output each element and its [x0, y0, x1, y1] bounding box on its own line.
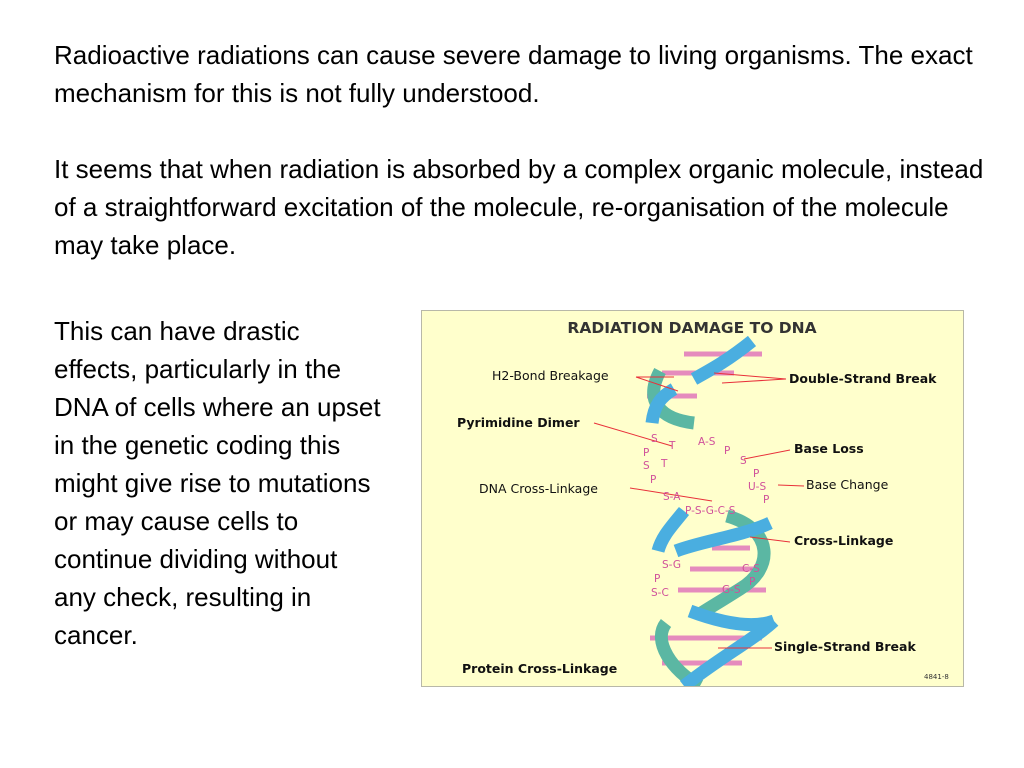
nucleotide: P-S-G-C-S: [685, 505, 736, 517]
nucleotide-letters: S T P S T P A-S P S P U-S P S-A P-S-G-C-…: [643, 433, 769, 599]
figure-code: 4841-8: [924, 673, 949, 681]
nucleotide: G-S: [722, 584, 741, 596]
nucleotide: S-C: [651, 587, 669, 599]
nucleotide: S: [740, 455, 747, 467]
nucleotide: T: [660, 458, 668, 470]
h2-bond-label: H2-Bond Breakage: [492, 368, 609, 383]
blue-strand: [645, 335, 779, 686]
dna-damage-diagram: RADIATION DAMAGE TO DNA: [457, 319, 949, 686]
nucleotide: P: [724, 445, 730, 457]
base-loss-label: Base Loss: [794, 441, 864, 456]
nucleotide: U-S: [748, 481, 766, 493]
nucleotide: P: [753, 468, 759, 480]
protein-cross-label: Protein Cross-Linkage: [462, 661, 617, 676]
double-strand-label: Double-Strand Break: [789, 371, 937, 386]
nucleotide: A-S: [698, 436, 716, 448]
nucleotide: S-G: [662, 559, 681, 571]
nucleotide: P: [654, 573, 660, 585]
effects-paragraph: This can have drastic effects, particula…: [54, 316, 381, 650]
intro-paragraph: Radioactive radiations can cause severe …: [54, 40, 973, 108]
mechanism-paragraph: It seems that when radiation is absorbed…: [54, 154, 984, 260]
nucleotide: S: [643, 460, 650, 472]
nucleotide: S: [651, 433, 658, 445]
radiation-damage-figure: RADIATION DAMAGE TO DNA: [421, 310, 964, 687]
cross-linkage-label: Cross-Linkage: [794, 533, 893, 548]
dna-cross-label: DNA Cross-Linkage: [479, 481, 598, 496]
nucleotide: P: [763, 494, 769, 506]
nucleotide: P: [749, 576, 755, 588]
nucleotide: T: [668, 440, 676, 452]
nucleotide: P: [650, 474, 656, 486]
nucleotide: C-S: [742, 563, 760, 575]
nucleotide: S-A: [663, 491, 681, 503]
figure-title: RADIATION DAMAGE TO DNA: [567, 319, 816, 337]
single-strand-label: Single-Strand Break: [774, 639, 916, 654]
base-change-label: Base Change: [806, 477, 889, 492]
nucleotide: P: [643, 447, 649, 459]
pyrimidine-label: Pyrimidine Dimer: [457, 415, 580, 430]
pointer-arrows: [593, 372, 805, 649]
